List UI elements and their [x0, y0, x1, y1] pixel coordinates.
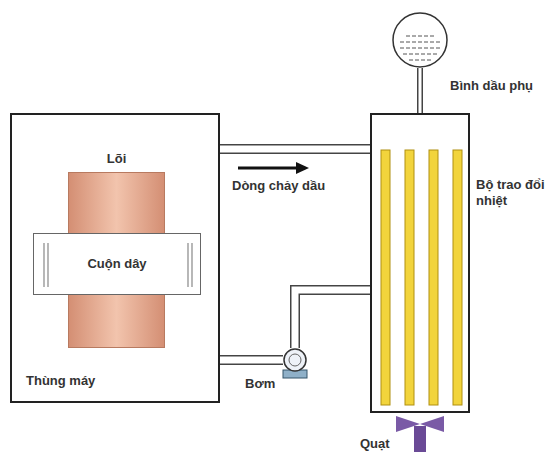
pump-casing — [284, 349, 306, 371]
node-label: Bình dầu phụ — [450, 78, 533, 94]
oil-pipe — [420, 68, 421, 113]
node-label: Bộ trao đổi nhiệt — [476, 177, 546, 209]
oil-tank-circle: Bình dầu phụ — [392, 12, 448, 68]
fan-stem — [414, 426, 426, 452]
coil-box: Cuộn dây — [33, 233, 201, 295]
oil-level — [400, 42, 440, 43]
tube — [381, 150, 390, 405]
tank-drawing — [392, 12, 448, 68]
oil-level — [400, 48, 440, 49]
fan-drawing — [396, 414, 444, 452]
tank-box: Thùng máy LõiCuộn dây — [10, 113, 220, 403]
oil-pipe — [295, 290, 370, 348]
arrow-head — [296, 162, 309, 174]
node-label: Bơm — [245, 376, 275, 392]
tube — [429, 150, 438, 405]
pipe-wall — [295, 290, 370, 348]
heat-exchanger: Bộ trao đổi nhiệt — [370, 113, 470, 413]
pipe-wall — [220, 144, 370, 154]
winding-bar — [187, 243, 188, 287]
tube — [453, 150, 462, 405]
winding-bar — [43, 243, 44, 287]
tube — [405, 150, 414, 405]
pipe-wall — [220, 355, 283, 365]
exchanger-tubes — [381, 150, 462, 405]
winding-bar — [47, 243, 48, 287]
flow-label: Dòng chảy dầu — [232, 178, 325, 194]
node-label: Thùng máy — [26, 373, 95, 389]
fan-symbol: Quạt — [396, 414, 444, 452]
pump-rotor — [289, 354, 301, 366]
node-label: Cuộn dây — [34, 256, 200, 272]
flow-arrow — [238, 162, 309, 174]
pipe-wall — [417, 68, 423, 113]
pipe-bore — [419, 68, 422, 113]
node-label: Quạt — [360, 436, 390, 452]
arrow-shaft — [238, 167, 297, 170]
oil-level — [409, 60, 431, 61]
oil-pipe — [220, 149, 370, 150]
pipe-bore — [220, 146, 370, 153]
pipe-bore — [220, 357, 283, 364]
oil-level — [406, 36, 434, 37]
pump-drawing — [283, 348, 307, 378]
pump-symbol: Bơm — [283, 348, 307, 378]
winding-bar — [191, 243, 192, 287]
tank-outline — [393, 13, 447, 67]
node-label: Lõi — [69, 151, 164, 167]
pipe-bore — [295, 290, 370, 348]
oil-level — [403, 54, 437, 55]
oil-pipe — [220, 360, 283, 361]
